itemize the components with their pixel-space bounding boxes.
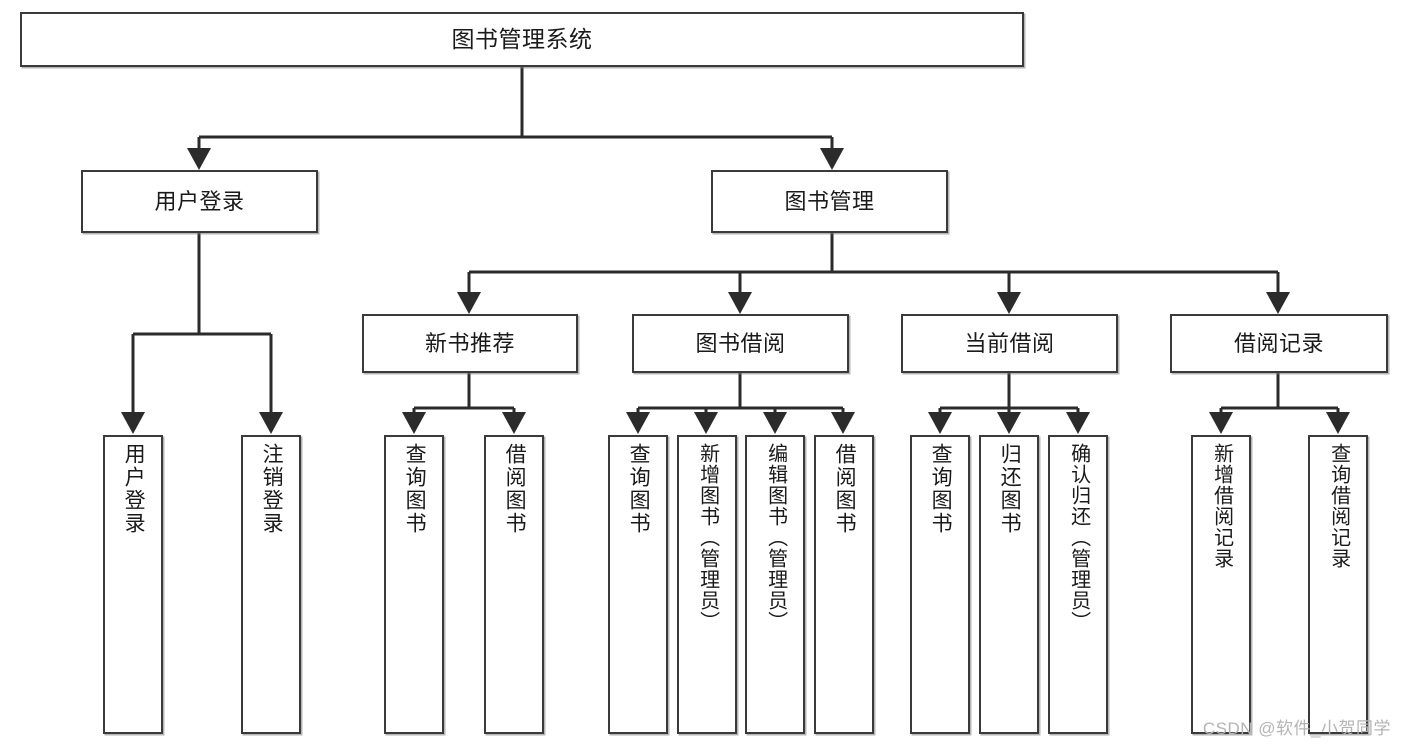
node-book-borrow[interactable]: 图书借阅 bbox=[632, 314, 849, 373]
node-borrow-record[interactable]: 借阅记录 bbox=[1170, 314, 1388, 373]
node-user-login[interactable]: 用户登录 bbox=[81, 170, 318, 233]
node-current-leaf-confirm-return[interactable]: 确认归还（管理员） bbox=[1048, 435, 1108, 734]
node-recommend-leaf-query-book[interactable]: 查询图书 bbox=[384, 435, 444, 734]
node-borrow-leaf-borrow-book[interactable]: 借阅图书 bbox=[814, 435, 874, 734]
node-login-leaf-logout-label: 注销登录 bbox=[260, 443, 284, 535]
node-record-leaf-add-record[interactable]: 新增借阅记录 bbox=[1191, 435, 1251, 734]
node-current-leaf-return-book[interactable]: 归还图书 bbox=[979, 435, 1039, 734]
node-current-leaf-query-book[interactable]: 查询图书 bbox=[910, 435, 970, 734]
node-login-leaf-user-login[interactable]: 用户登录 bbox=[103, 435, 163, 734]
node-current-borrow[interactable]: 当前借阅 bbox=[901, 314, 1118, 373]
node-new-book-recommend-label: 新书推荐 bbox=[424, 330, 515, 356]
node-current-leaf-confirm-return-label: 确认归还（管理员） bbox=[1067, 443, 1090, 632]
node-login-leaf-user-login-label: 用户登录 bbox=[122, 443, 146, 535]
node-borrow-leaf-add-book[interactable]: 新增图书（管理员） bbox=[677, 435, 737, 734]
node-user-login-label: 用户登录 bbox=[154, 188, 245, 214]
node-borrow-leaf-edit-book-label: 编辑图书（管理员） bbox=[764, 443, 787, 632]
node-current-leaf-return-book-label: 归还图书 bbox=[998, 443, 1022, 535]
node-borrow-leaf-edit-book[interactable]: 编辑图书（管理员） bbox=[745, 435, 805, 734]
node-new-book-recommend[interactable]: 新书推荐 bbox=[362, 314, 578, 373]
node-borrow-leaf-query-book[interactable]: 查询图书 bbox=[608, 435, 668, 734]
node-record-leaf-query-record-label: 查询借阅记录 bbox=[1327, 443, 1350, 569]
node-current-leaf-query-book-label: 查询图书 bbox=[929, 443, 953, 535]
node-borrow-leaf-query-book-label: 查询图书 bbox=[627, 443, 651, 535]
node-record-leaf-add-record-label: 新增借阅记录 bbox=[1210, 443, 1233, 569]
node-book-manage-label: 图书管理 bbox=[784, 188, 875, 214]
node-borrow-leaf-add-book-label: 新增图书（管理员） bbox=[696, 443, 719, 632]
node-borrow-leaf-borrow-book-label: 借阅图书 bbox=[833, 443, 857, 535]
node-book-borrow-label: 图书借阅 bbox=[695, 330, 786, 356]
node-recommend-leaf-query-book-label: 查询图书 bbox=[403, 443, 427, 535]
node-root[interactable]: 图书管理系统 bbox=[20, 12, 1024, 67]
node-login-leaf-logout[interactable]: 注销登录 bbox=[241, 435, 301, 734]
node-recommend-leaf-borrow-book[interactable]: 借阅图书 bbox=[484, 435, 544, 734]
node-recommend-leaf-borrow-book-label: 借阅图书 bbox=[503, 443, 527, 535]
node-root-label: 图书管理系统 bbox=[451, 25, 593, 52]
node-borrow-record-label: 借阅记录 bbox=[1233, 330, 1324, 356]
watermark: CSDN @软件_小贺同学 bbox=[1202, 719, 1391, 738]
node-record-leaf-query-record[interactable]: 查询借阅记录 bbox=[1308, 435, 1368, 734]
node-current-borrow-label: 当前借阅 bbox=[964, 330, 1055, 356]
node-book-manage[interactable]: 图书管理 bbox=[711, 170, 948, 233]
